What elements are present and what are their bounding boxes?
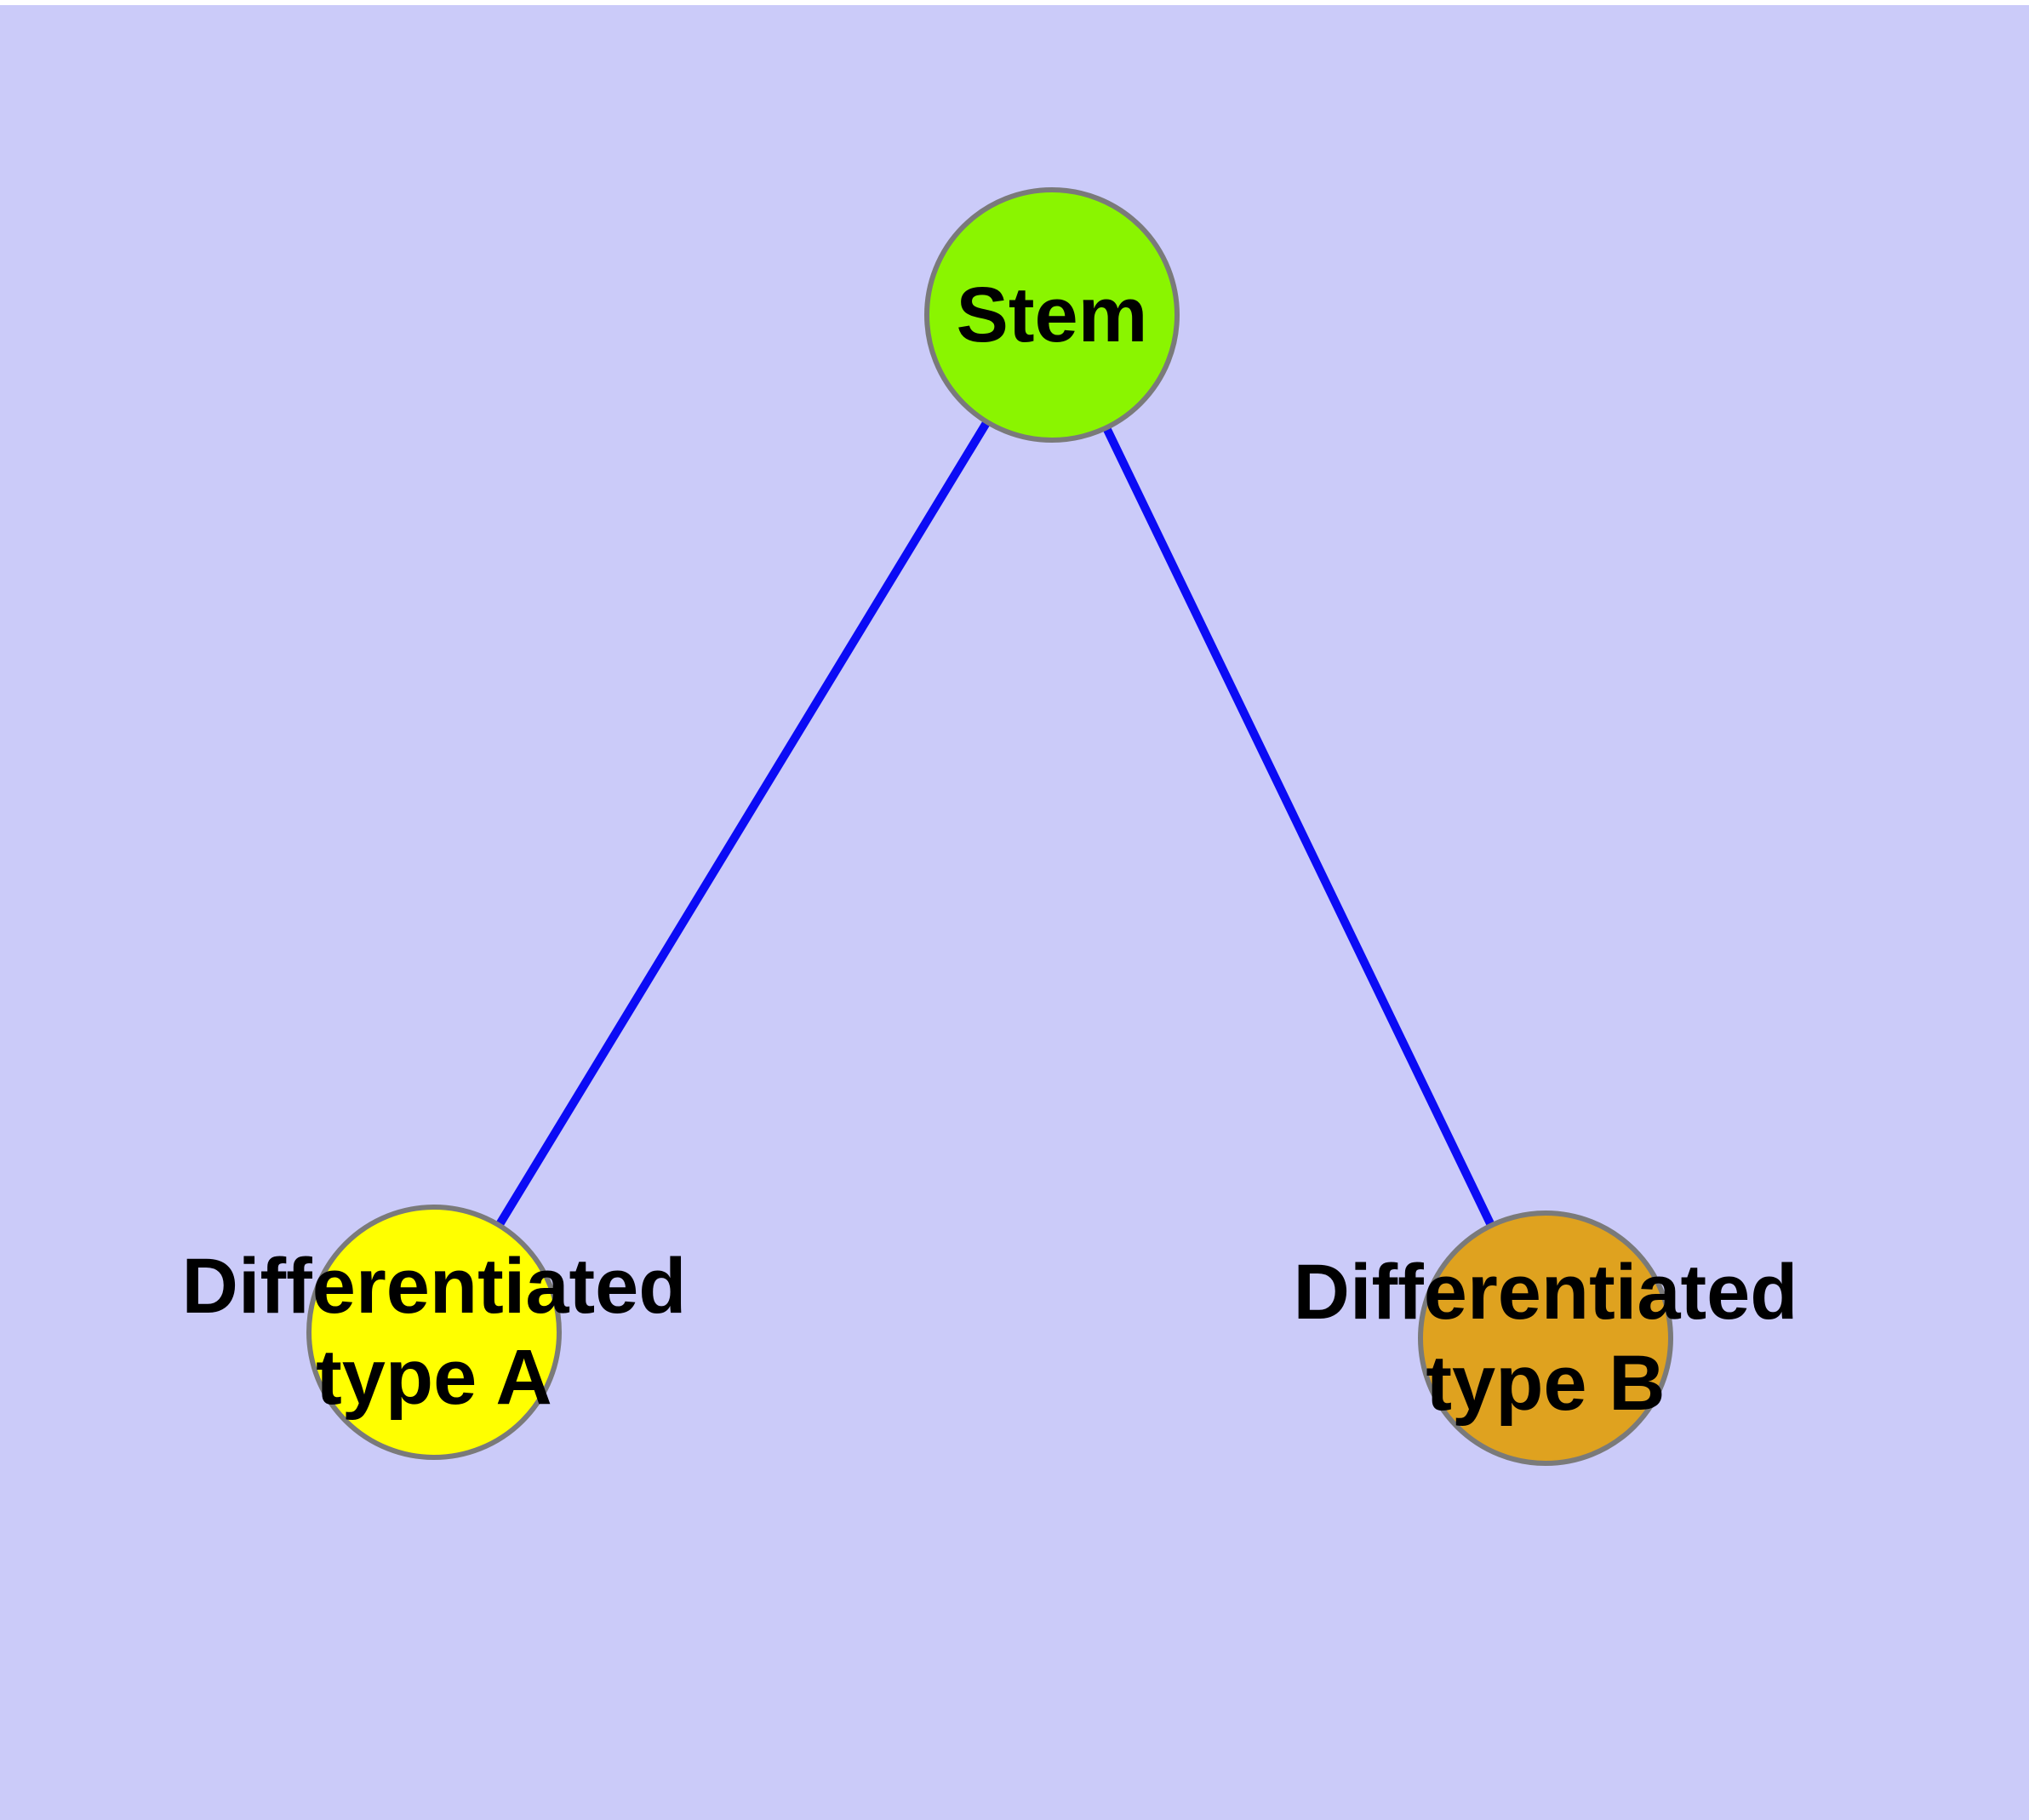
node-stem: Stem <box>924 187 1180 443</box>
node-stem-label: Stem <box>956 271 1148 358</box>
node-differentiated-type-a-label: Differentiated type A <box>181 1243 687 1421</box>
edges-layer <box>430 311 1550 1342</box>
node-differentiated-type-b: Differentiated type B <box>1294 1210 1798 1466</box>
edge-stem-to-type-a <box>430 311 1056 1336</box>
node-differentiated-type-b-label: Differentiated type B <box>1293 1249 1798 1427</box>
node-differentiated-type-a: Differentiated type A <box>182 1205 686 1460</box>
edge-stem-to-type-b <box>1048 311 1550 1342</box>
diagram-canvas: Stem Differentiated type A Differentiate… <box>0 5 2029 1820</box>
